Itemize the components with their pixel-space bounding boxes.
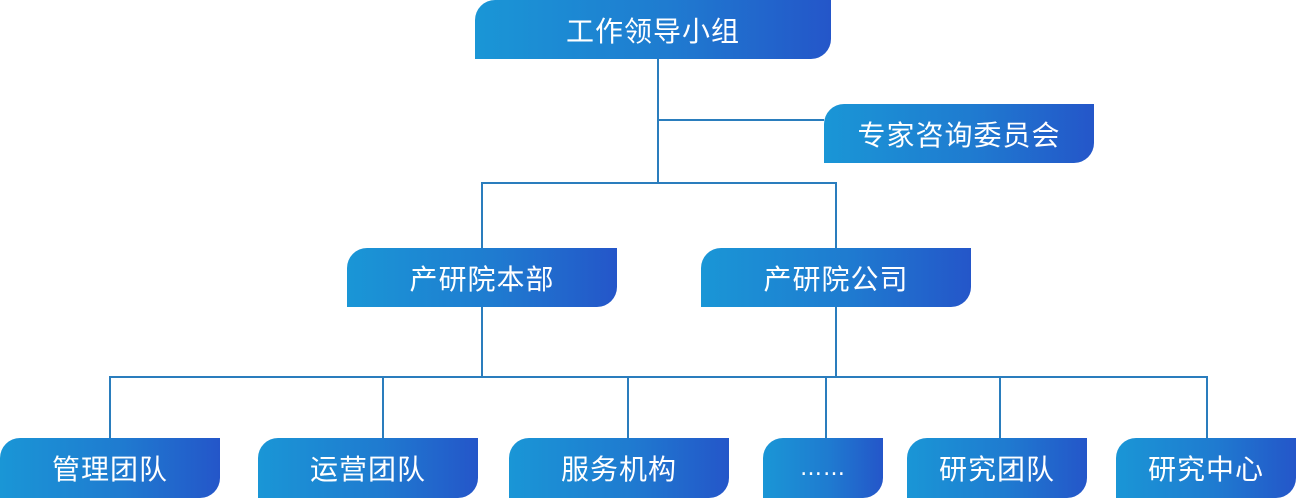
connector-branch-bar (481, 182, 837, 184)
team-node-research-team: 研究团队 (907, 438, 1087, 498)
connector-branch-right-drop (835, 182, 837, 248)
branch-node-company: 产研院公司 (701, 248, 971, 307)
connector-left-branch-down (481, 307, 483, 378)
advisory-node: 专家咨询委员会 (824, 104, 1094, 163)
connector-team-drop-6 (1206, 376, 1208, 438)
team-node-operations: 运营团队 (258, 438, 478, 498)
branch-node-hq: 产研院本部 (347, 248, 617, 307)
connector-team-drop-2 (382, 376, 384, 438)
connector-team-drop-3 (627, 376, 629, 438)
team-node-ellipsis: …… (763, 438, 883, 498)
connector-advisory (658, 119, 824, 121)
connector-right-branch-down (835, 307, 837, 378)
root-node: 工作领导小组 (475, 0, 831, 59)
team-node-service: 服务机构 (509, 438, 729, 498)
connector-team-drop-1 (109, 376, 111, 438)
team-node-research-center: 研究中心 (1116, 438, 1296, 498)
connector-team-bar (109, 376, 1208, 378)
team-node-management: 管理团队 (0, 438, 220, 498)
connector-team-drop-5 (999, 376, 1001, 438)
connector-team-drop-4 (825, 376, 827, 438)
connector-root-trunk (657, 59, 659, 184)
connector-branch-left-drop (481, 182, 483, 248)
